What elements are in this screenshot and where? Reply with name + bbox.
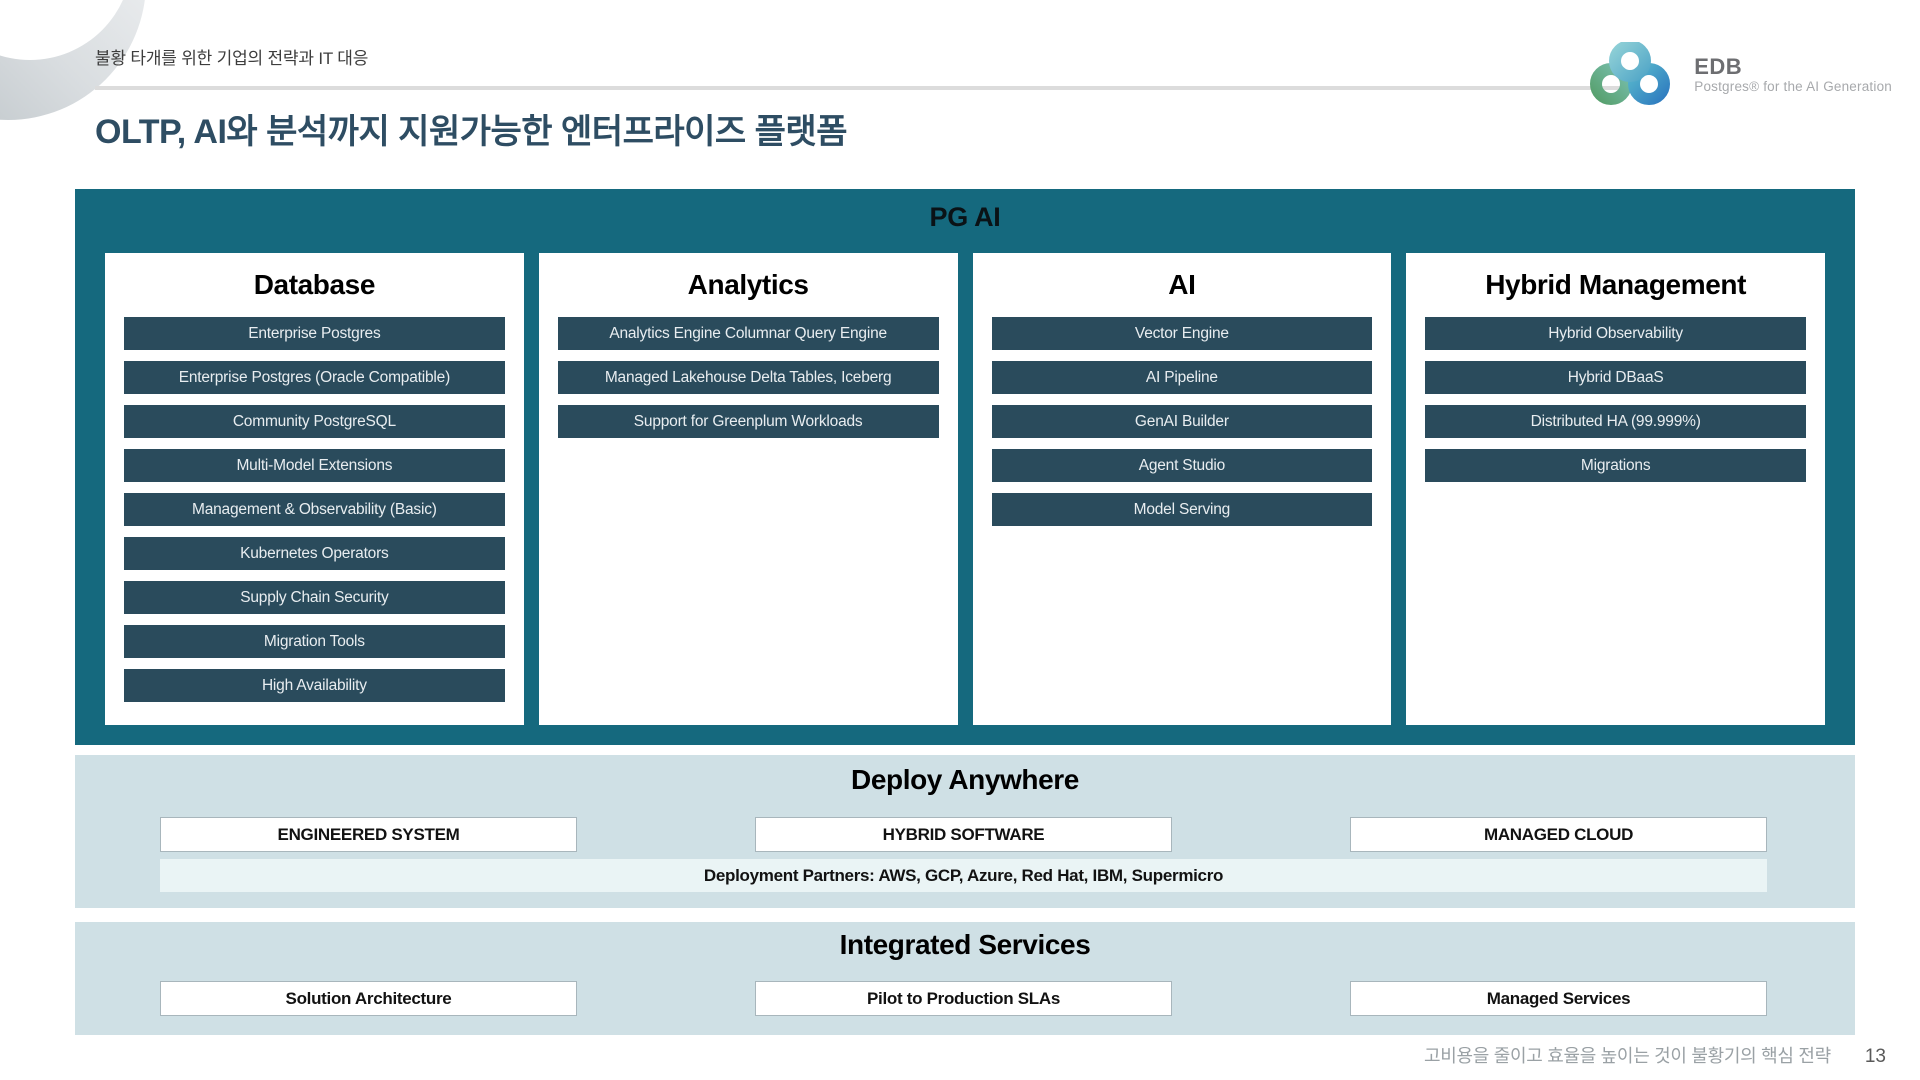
deploy-option-hybrid-software: HYBRID SOFTWARE — [755, 817, 1172, 852]
deploy-option-managed-cloud: MANAGED CLOUD — [1350, 817, 1767, 852]
capability-chip-high-availability: High Availability — [124, 669, 505, 702]
capability-chip-ai-pipeline: AI Pipeline — [991, 361, 1373, 394]
header-divider — [95, 86, 1630, 90]
capability-chip-migrations: Migrations — [1425, 449, 1806, 482]
capability-chip-hybrid-dbaas: Hybrid DBaaS — [1425, 361, 1806, 394]
deploy-anywhere-panel: Deploy Anywhere ENGINEERED SYSTEM HYBRID … — [75, 755, 1855, 908]
integrated-services-title: Integrated Services — [839, 929, 1091, 960]
deploy-options-row: ENGINEERED SYSTEM HYBRID SOFTWARE MANAGED … — [160, 817, 1767, 852]
edb-trefoil-icon — [1590, 42, 1671, 105]
integrated-services-panel: Integrated Services Solution Architectur… — [75, 922, 1855, 1035]
slide-eyebrow: 불황 타개를 위한 기업의 전략과 IT 대응 — [95, 49, 369, 68]
deployment-partners-bar: Deployment Partners: AWS, GCP, Azure, Re… — [160, 859, 1767, 892]
capability-chip-vector-engine: Vector Engine — [991, 317, 1373, 350]
service-option-solution-architecture: Solution Architecture — [160, 981, 577, 1016]
corner-swoosh-decoration — [0, 0, 145, 120]
capability-chip-genai-builder: GenAI Builder — [991, 405, 1373, 438]
capability-chip-community-postgresql: Community PostgreSQL — [124, 405, 505, 438]
card-title: AI — [1168, 269, 1196, 300]
page-number: 13 — [1864, 1046, 1886, 1067]
card-title: Hybrid Management — [1485, 269, 1747, 300]
logo-name: EDB — [1694, 53, 1743, 79]
capability-chip-enterprise-postgres: Enterprise Postgres — [124, 317, 505, 350]
service-option-managed-services: Managed Services — [1350, 981, 1767, 1016]
capability-chip-migration-tools: Migration Tools — [124, 625, 505, 658]
capability-chip-support-for-greenplum-workloads: Support for Greenplum Workloads — [557, 405, 939, 438]
deploy-option-engineered-system: ENGINEERED SYSTEM — [160, 817, 577, 852]
edb-logo: EDB Postgres® for the AI Generation — [1578, 42, 1892, 106]
capability-chip-kubernetes-operators: Kubernetes Operators — [124, 537, 505, 570]
card-title: Analytics — [687, 269, 809, 300]
capability-chip-distributed-ha-99-999: Distributed HA (99.999%) — [1425, 405, 1806, 438]
capability-chip-hybrid-observability: Hybrid Observability — [1425, 317, 1806, 350]
capability-chip-management-observability-basic: Management & Observability (Basic) — [124, 493, 505, 526]
service-option-pilot-to-production-slas: Pilot to Production SLAs — [755, 981, 1172, 1016]
capability-chip-agent-studio: Agent Studio — [991, 449, 1373, 482]
card-title: Database — [253, 269, 376, 300]
capability-chip-multi-model-extensions: Multi-Model Extensions — [124, 449, 505, 482]
capability-chip-model-serving: Model Serving — [991, 493, 1373, 526]
footer-note: 고비용을 줄이고 효율을 높이는 것이 불황기의 핵심 전략 — [1423, 1046, 1831, 1066]
services-options-row: Solution Architecture Pilot to Production… — [160, 981, 1767, 1016]
capability-chip-managed-lakehouse-delta-tables-iceberg: Managed Lakehouse Delta Tables, Iceberg — [557, 361, 939, 394]
capability-chip-analytics-engine-columnar-query-engine: Analytics Engine Columnar Query Engine — [557, 317, 939, 350]
capability-chip-supply-chain-security: Supply Chain Security — [124, 581, 505, 614]
page-title: OLTP, AI와 분석까지 지원가능한 엔터프라이즈 플랫폼 — [95, 113, 848, 151]
pg-ai-label: PG AI — [929, 202, 1001, 232]
capability-chip-enterprise-postgres-oracle-compatible: Enterprise Postgres (Oracle Compatible) — [124, 361, 505, 394]
deploy-anywhere-title: Deploy Anywhere — [851, 764, 1079, 795]
slide-footer: 고비용을 줄이고 효율을 높이는 것이 불황기의 핵심 전략 13 — [1424, 1042, 1886, 1068]
logo-tagline: Postgres® for the AI Generation — [1694, 78, 1892, 94]
